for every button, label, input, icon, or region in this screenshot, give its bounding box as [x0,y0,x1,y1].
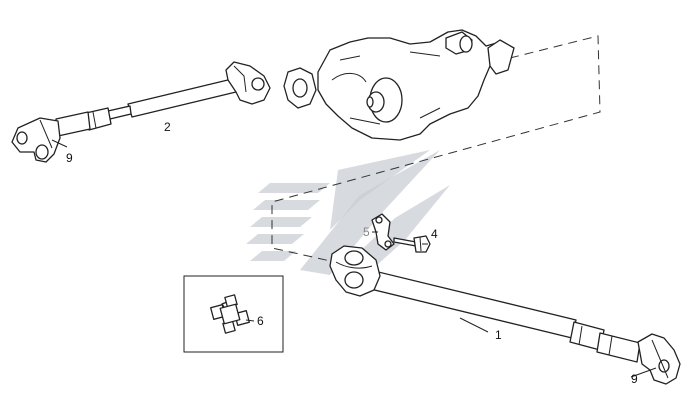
label-part-2: 2 [164,120,171,134]
propeller-shaft-lower [329,245,681,385]
label-part-1: 1 [495,328,502,342]
label-part-5: 5 [363,225,370,239]
differential-housing [283,29,515,141]
clamp-bracket [371,213,395,251]
universal-joint-inset [183,275,284,353]
label-part-4: 4 [431,227,438,241]
leader-lines [51,139,657,378]
propeller-shaft-upper [11,61,271,163]
dashed-alignment-lines [271,35,601,263]
label-part-6: 6 [257,314,264,328]
label-part-9-left: 9 [66,151,73,165]
label-part-9-right: 9 [631,372,638,386]
